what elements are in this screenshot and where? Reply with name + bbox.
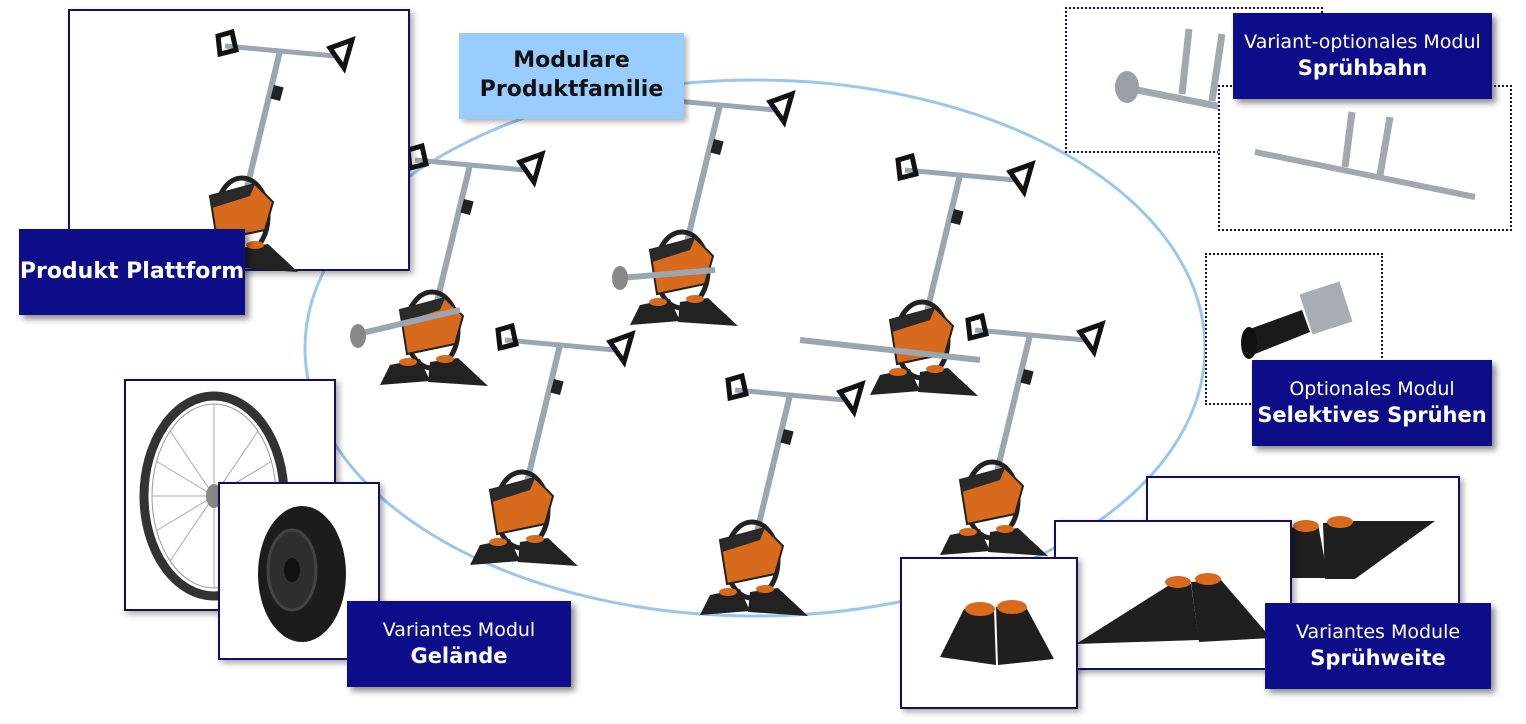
nozzle-pair-icon <box>940 600 1054 665</box>
spray-width-label-line2: Sprühweite <box>1310 645 1446 670</box>
terrain-label-line1: Variantes Modul <box>382 619 536 641</box>
product-family-title: Modulare Produktfamilie <box>459 33 684 119</box>
selective-label-line2: Selektives Sprühen <box>1257 402 1487 427</box>
terrain-label: Variantes Modul Gelände <box>347 601 571 687</box>
sprayer-machine-icon <box>790 540 791 541</box>
spray-bar-icon <box>1115 28 1233 113</box>
platform-image-frame <box>68 9 410 271</box>
nozzle-pair-icon <box>1076 573 1271 644</box>
selective-label-line1: Optionales Modul <box>1289 378 1455 400</box>
sprayer-machine-icon <box>612 250 721 251</box>
spray-width-label: Variantes Module Sprühweite <box>1265 603 1491 689</box>
solid-wheel-icon <box>258 506 346 642</box>
nozzle-frame-front <box>900 557 1078 709</box>
spray-track-label: Variant-optionales Modul Sprühbahn <box>1233 13 1492 99</box>
sprayer-machine-icon <box>1030 480 1031 481</box>
sprayer-machine-icon <box>799 320 961 321</box>
platform-label-text: Produkt Plattform <box>19 259 245 285</box>
terrain-label-line2: Gelände <box>410 643 508 668</box>
solid-wheel-frame <box>218 482 380 660</box>
product-family-title-line2: Produktfamilie <box>479 77 664 102</box>
product-family-title-line1: Modulare <box>513 48 630 74</box>
platform-label: Produkt Plattform <box>19 229 245 315</box>
spray-width-label-line1: Variantes Module <box>1295 621 1461 643</box>
sprayer-machine-icon <box>560 490 561 491</box>
nozzle-pair-icon <box>1288 516 1435 579</box>
selective-sprayer-icon <box>1241 281 1353 359</box>
spray-bar-icon <box>1254 111 1476 200</box>
spray-track-frame-front <box>1218 85 1512 231</box>
selective-label: Optionales Modul Selektives Sprühen <box>1252 360 1492 446</box>
spray-track-label-line1: Variant-optionales Modul <box>1244 31 1481 53</box>
spray-track-label-line2: Sprühbahn <box>1297 55 1428 80</box>
sprayer-machine-icon <box>350 310 471 311</box>
sprayer-machine-icon <box>280 196 281 197</box>
nozzle-frame-middle <box>1054 520 1292 670</box>
